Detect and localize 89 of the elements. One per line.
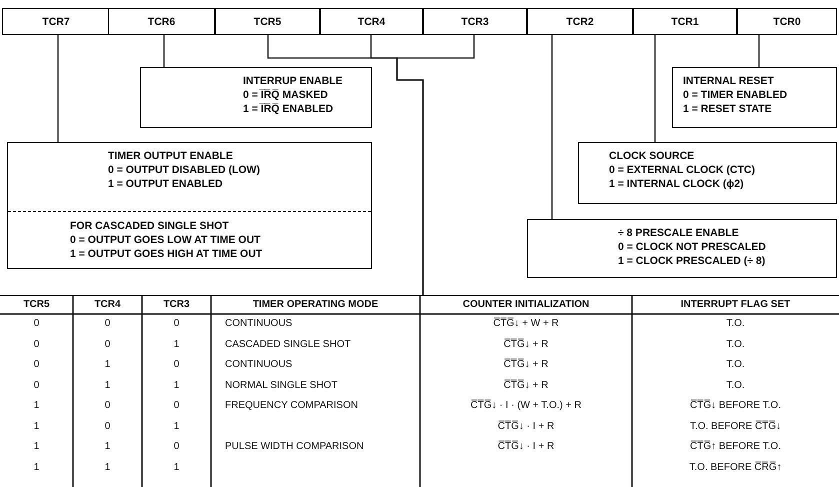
table-cell: PULSE WIDTH COMPARISON (225, 440, 364, 454)
option-line: 1 = OUTPUT GOES HIGH AT TIME OUT (70, 247, 264, 261)
bit-field: TCR4 (320, 8, 423, 35)
table-cell: C̅T̅G̅↓ BEFORE T.O. (690, 399, 781, 413)
table-cell: 0 (34, 338, 40, 352)
option-line: 0 = OUTPUT DISABLED (LOW) (108, 163, 261, 177)
column-header: TCR3 (163, 298, 190, 312)
table-cell: T.O. (726, 358, 745, 372)
description-box (7, 142, 372, 269)
bit-field: TCR7 (2, 8, 110, 35)
option-line: 0 = I̅R̅Q̅ MASKED (243, 88, 329, 102)
table-cell: C̅T̅G̅↓ + R (504, 338, 548, 352)
table-cell: 1 (34, 460, 40, 474)
table-cell: 1 (34, 440, 40, 454)
option-line: 1 = CLOCK PRESCALED (÷ 8) (618, 254, 766, 268)
connector-line (163, 35, 165, 67)
table-cell: T.O. (726, 338, 745, 352)
table-cell: 0 (174, 317, 180, 331)
table-cell: 1 (104, 358, 110, 372)
table-cell: 0 (34, 378, 40, 392)
connector-line (654, 35, 656, 142)
table-cell: 1 (104, 460, 110, 474)
bit-field: TCR0 (737, 8, 837, 35)
table-cell: 1 (104, 440, 110, 454)
connector-line (396, 35, 475, 295)
connector-line (758, 35, 760, 67)
box-heading: INTERRUP ENABLE (243, 74, 344, 88)
table-cell: 1 (34, 399, 40, 413)
box-heading: CLOCK SOURCE (609, 149, 696, 163)
table-cell: 1 (104, 378, 110, 392)
column-header: TIMER OPERATING MODE (252, 298, 378, 312)
table-cell: 0 (104, 420, 110, 434)
box-heading: TIMER OUTPUT ENABLE (108, 149, 234, 163)
box-heading: ÷ 8 PRESCALE ENABLE (618, 226, 740, 240)
table-cell: C̅T̅G̅↓ + R (504, 378, 548, 392)
table-cell: T.O. (726, 317, 745, 331)
table-cell: C̅T̅G̅↑ BEFORE T.O. (690, 440, 781, 454)
bit-field: TCR6 (108, 8, 215, 35)
table-frame (0, 295, 839, 487)
description-box (527, 219, 837, 278)
table-cell: T.O. BEFORE C̅R̅G̅↑ (689, 460, 782, 474)
option-line: 0 = EXTERNAL CLOCK (CTC) (609, 163, 756, 177)
table-cell: C̅T̅G̅↓ · I + R (498, 440, 554, 454)
table-cell: 0 (174, 358, 180, 372)
option-line: 1 = RESET STATE (683, 102, 773, 116)
bit-field: TCR5 (215, 8, 320, 35)
column-header: TCR5 (23, 298, 50, 312)
connector-line (551, 35, 553, 219)
table-cell: 0 (34, 317, 40, 331)
table-cell: C̅T̅G̅↓ · I + R (498, 420, 554, 434)
bit-field: TCR3 (423, 8, 527, 35)
option-line: 1 = INTERNAL CLOCK (ϕ2) (609, 177, 745, 191)
description-box (672, 67, 837, 128)
table-cell: FREQUENCY COMPARISON (225, 399, 358, 413)
table-cell: CONTINUOUS (225, 358, 292, 372)
option-line: 0 = OUTPUT GOES LOW AT TIME OUT (70, 233, 262, 247)
option-line: 1 = OUTPUT ENABLED (108, 177, 224, 191)
table-cell: 0 (104, 317, 110, 331)
column-header: TCR4 (94, 298, 121, 312)
table-cell: 1 (174, 420, 180, 434)
table-cell: 1 (174, 378, 180, 392)
table-cell: 0 (174, 440, 180, 454)
table-cell: T.O. BEFORE C̅T̅G̅↓ (690, 420, 782, 434)
box-heading: INTERNAL RESET (683, 74, 775, 88)
table-cell: C̅T̅G̅↓ + W + R (493, 317, 559, 331)
description-box (578, 142, 837, 204)
table-cell: C̅T̅G̅↓ · I · (W + T.O.) + R (470, 399, 582, 413)
option-line: 0 = CLOCK NOT PRESCALED (618, 240, 767, 254)
table-cell: 1 (174, 460, 180, 474)
table-cell: CONTINUOUS (225, 317, 292, 331)
table-cell: 1 (34, 420, 40, 434)
table-cell: CASCADED SINGLE SHOT (225, 338, 351, 352)
table-cell: C̅T̅G̅↓ + R (504, 358, 548, 372)
column-header: INTERRUPT FLAG SET (680, 298, 790, 312)
table-cell: 0 (104, 338, 110, 352)
option-line: 1 = I̅R̅Q̅ ENABLED (243, 102, 334, 116)
table-cell: NORMAL SINGLE SHOT (225, 378, 338, 392)
description-box (140, 67, 372, 128)
table-cell: T.O. (726, 378, 745, 392)
box-heading: FOR CASCADED SINGLE SHOT (70, 219, 230, 233)
table-cell: 0 (34, 358, 40, 372)
option-line: 0 = TIMER ENABLED (683, 88, 788, 102)
bit-field: TCR2 (527, 8, 633, 35)
column-header: COUNTER INITIALIZATION (462, 298, 590, 312)
connector-line (57, 35, 59, 142)
table-cell: 1 (174, 338, 180, 352)
bit-field: TCR1 (633, 8, 737, 35)
table-cell: 0 (104, 399, 110, 413)
table-cell: 0 (174, 399, 180, 413)
